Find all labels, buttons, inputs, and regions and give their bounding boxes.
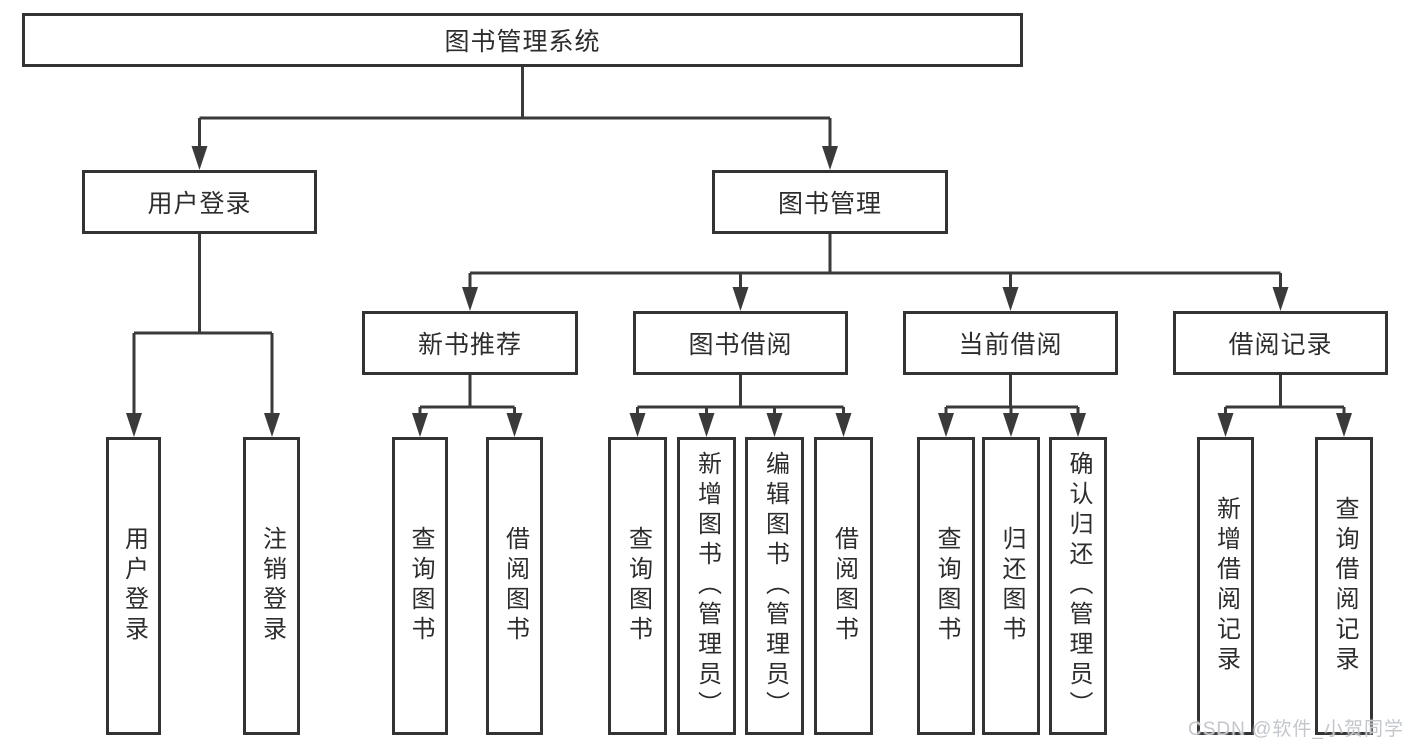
leaf-label: 查询图书 — [933, 526, 960, 646]
leaf-return-books: 归还图书 — [982, 437, 1040, 735]
leaf-edit-books-admin: 编辑图书（管理员） — [745, 437, 804, 735]
leaf-label: 确认归还（管理员） — [1065, 451, 1092, 721]
arrowhead-icon — [629, 413, 646, 437]
arrowhead-icon — [264, 413, 280, 437]
leaf-add-books-admin: 新增图书（管理员） — [677, 437, 736, 735]
connector-recommend-to-leaves — [418, 375, 516, 417]
leaf-query-books-current: 查询图书 — [917, 437, 975, 735]
arrowhead-icon — [1002, 287, 1019, 311]
connector-records-to-leaves — [1224, 375, 1346, 417]
leaf-label: 注销登录 — [258, 526, 286, 646]
arrowhead-icon — [462, 287, 478, 311]
leaf-label: 查询图书 — [624, 526, 652, 646]
leaf-label: 新增图书（管理员） — [693, 451, 721, 721]
arrowhead-icon — [191, 146, 208, 170]
arrowhead-icon — [506, 413, 523, 437]
arrowhead-icon — [766, 413, 783, 437]
leaf-label: 借阅图书 — [501, 526, 529, 646]
leaf-label: 用户登录 — [120, 526, 148, 646]
leaf-query-borrow-record: 查询借阅记录 — [1315, 437, 1373, 735]
arrowhead-icon — [1070, 413, 1086, 437]
node-user-login: 用户登录 — [82, 170, 317, 234]
arrowhead-icon — [938, 413, 954, 437]
connector-login-to-leaves — [132, 234, 274, 417]
connector-management-to-level3 — [468, 234, 1282, 291]
arrowhead-icon — [835, 413, 852, 437]
node-current-borrowing: 当前借阅 — [903, 311, 1118, 375]
leaf-borrow-books: 借阅图书 — [814, 437, 873, 735]
arrowhead-icon — [1217, 413, 1234, 437]
node-book-borrowing: 图书借阅 — [633, 311, 848, 375]
leaf-borrow-books-recommend: 借阅图书 — [486, 437, 543, 735]
arrowhead-icon — [1272, 287, 1289, 311]
node-library-management-system: 图书管理系统 — [22, 13, 1023, 67]
leaf-label: 新增借阅记录 — [1212, 496, 1240, 676]
arrowhead-icon — [126, 413, 142, 437]
node-borrowing-records: 借阅记录 — [1173, 311, 1388, 375]
leaf-query-books-recommend: 查询图书 — [392, 437, 448, 735]
arrowhead-icon — [1003, 413, 1019, 437]
node-new-book-recommendation: 新书推荐 — [362, 311, 578, 375]
node-book-management: 图书管理 — [712, 170, 948, 234]
arrowhead-icon — [822, 146, 838, 170]
leaf-confirm-return-admin: 确认归还（管理员） — [1049, 437, 1107, 735]
arrowhead-icon — [412, 413, 428, 437]
arrowhead-icon — [732, 287, 749, 311]
leaf-user-login: 用户登录 — [106, 437, 161, 735]
arrowhead-icon — [1336, 413, 1352, 437]
csdn-watermark: CSDN @软件_小贺同学 — [1188, 719, 1404, 740]
leaf-logout: 注销登录 — [243, 437, 300, 735]
leaf-label: 归还图书 — [998, 526, 1025, 646]
arrowhead-icon — [698, 413, 715, 437]
leaf-label: 编辑图书（管理员） — [761, 451, 789, 721]
leaf-label: 查询借阅记录 — [1331, 496, 1358, 676]
leaf-query-books-borrow: 查询图书 — [608, 437, 667, 735]
connector-borrow-to-leaves — [636, 375, 845, 417]
connector-root-to-level2 — [198, 67, 832, 150]
leaf-add-borrow-record: 新增借阅记录 — [1197, 437, 1254, 735]
leaf-label: 借阅图书 — [830, 526, 858, 646]
connector-current-to-leaves — [944, 375, 1080, 417]
leaf-label: 查询图书 — [407, 526, 434, 646]
